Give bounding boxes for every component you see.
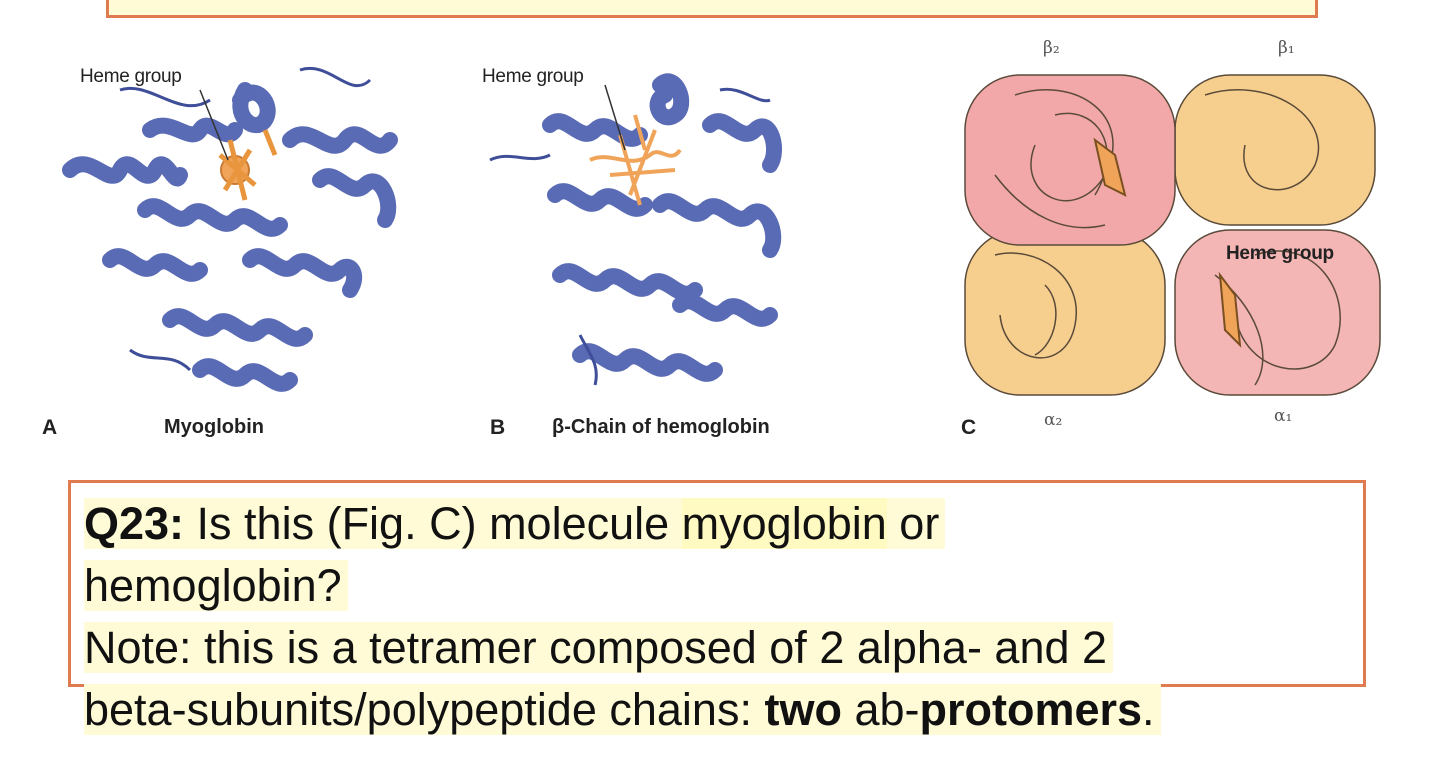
caption-myoglobin: Myoglobin [164, 416, 264, 438]
question-line-2: hemoglobin? [84, 555, 1414, 617]
note-period: . [1142, 684, 1155, 735]
note-text-a: Note: this is a tetramer composed of 2 a… [84, 622, 1114, 673]
panel-letter-b: B [490, 416, 506, 439]
subunit-label-beta1: β₁ [1278, 38, 1295, 58]
note-bold-two: two [764, 684, 842, 735]
question-label: Q23: [84, 498, 185, 549]
note-line-4: beta-subunits/polypeptide chains: two ab… [84, 679, 1414, 741]
panel-letter-a: A [42, 416, 58, 439]
heme-group-label-b: Heme group [482, 66, 584, 87]
question-line-1: Q23: Is this (Fig. C) molecule myoglobin… [84, 493, 1414, 555]
note-bold-protomers: protomers [919, 684, 1143, 735]
hemoglobin-tetramer-figure [964, 74, 1381, 396]
note-line-3: Note: this is a tetramer composed of 2 a… [84, 617, 1414, 679]
subunit-label-alpha2: α₂ [1044, 410, 1063, 430]
question-text: Q23: Is this (Fig. C) molecule myoglobin… [84, 493, 1414, 741]
beta-chain-ribbon-figure [489, 73, 782, 386]
question-text-a: Is this (Fig. C) molecule [184, 498, 682, 549]
question-text-b: or [886, 498, 940, 549]
heme-group-label-a: Heme group [80, 66, 182, 87]
subunit-label-alpha1: α₁ [1274, 406, 1293, 426]
panel-letter-c: C [961, 416, 977, 439]
caption-beta-chain: β-Chain of hemoglobin [552, 416, 770, 438]
top-text-box [106, 0, 1318, 18]
subunit-label-beta2: β₂ [1043, 38, 1060, 58]
highlighted-word: myoglobin [681, 498, 887, 549]
heme-group-label-c: Heme group [1226, 243, 1334, 264]
question-text-c: hemoglobin? [84, 560, 348, 611]
note-text-b: beta-subunits/polypeptide chains: [84, 684, 765, 735]
note-text-c: ab- [841, 684, 920, 735]
myoglobin-ribbon-figure [62, 66, 398, 392]
